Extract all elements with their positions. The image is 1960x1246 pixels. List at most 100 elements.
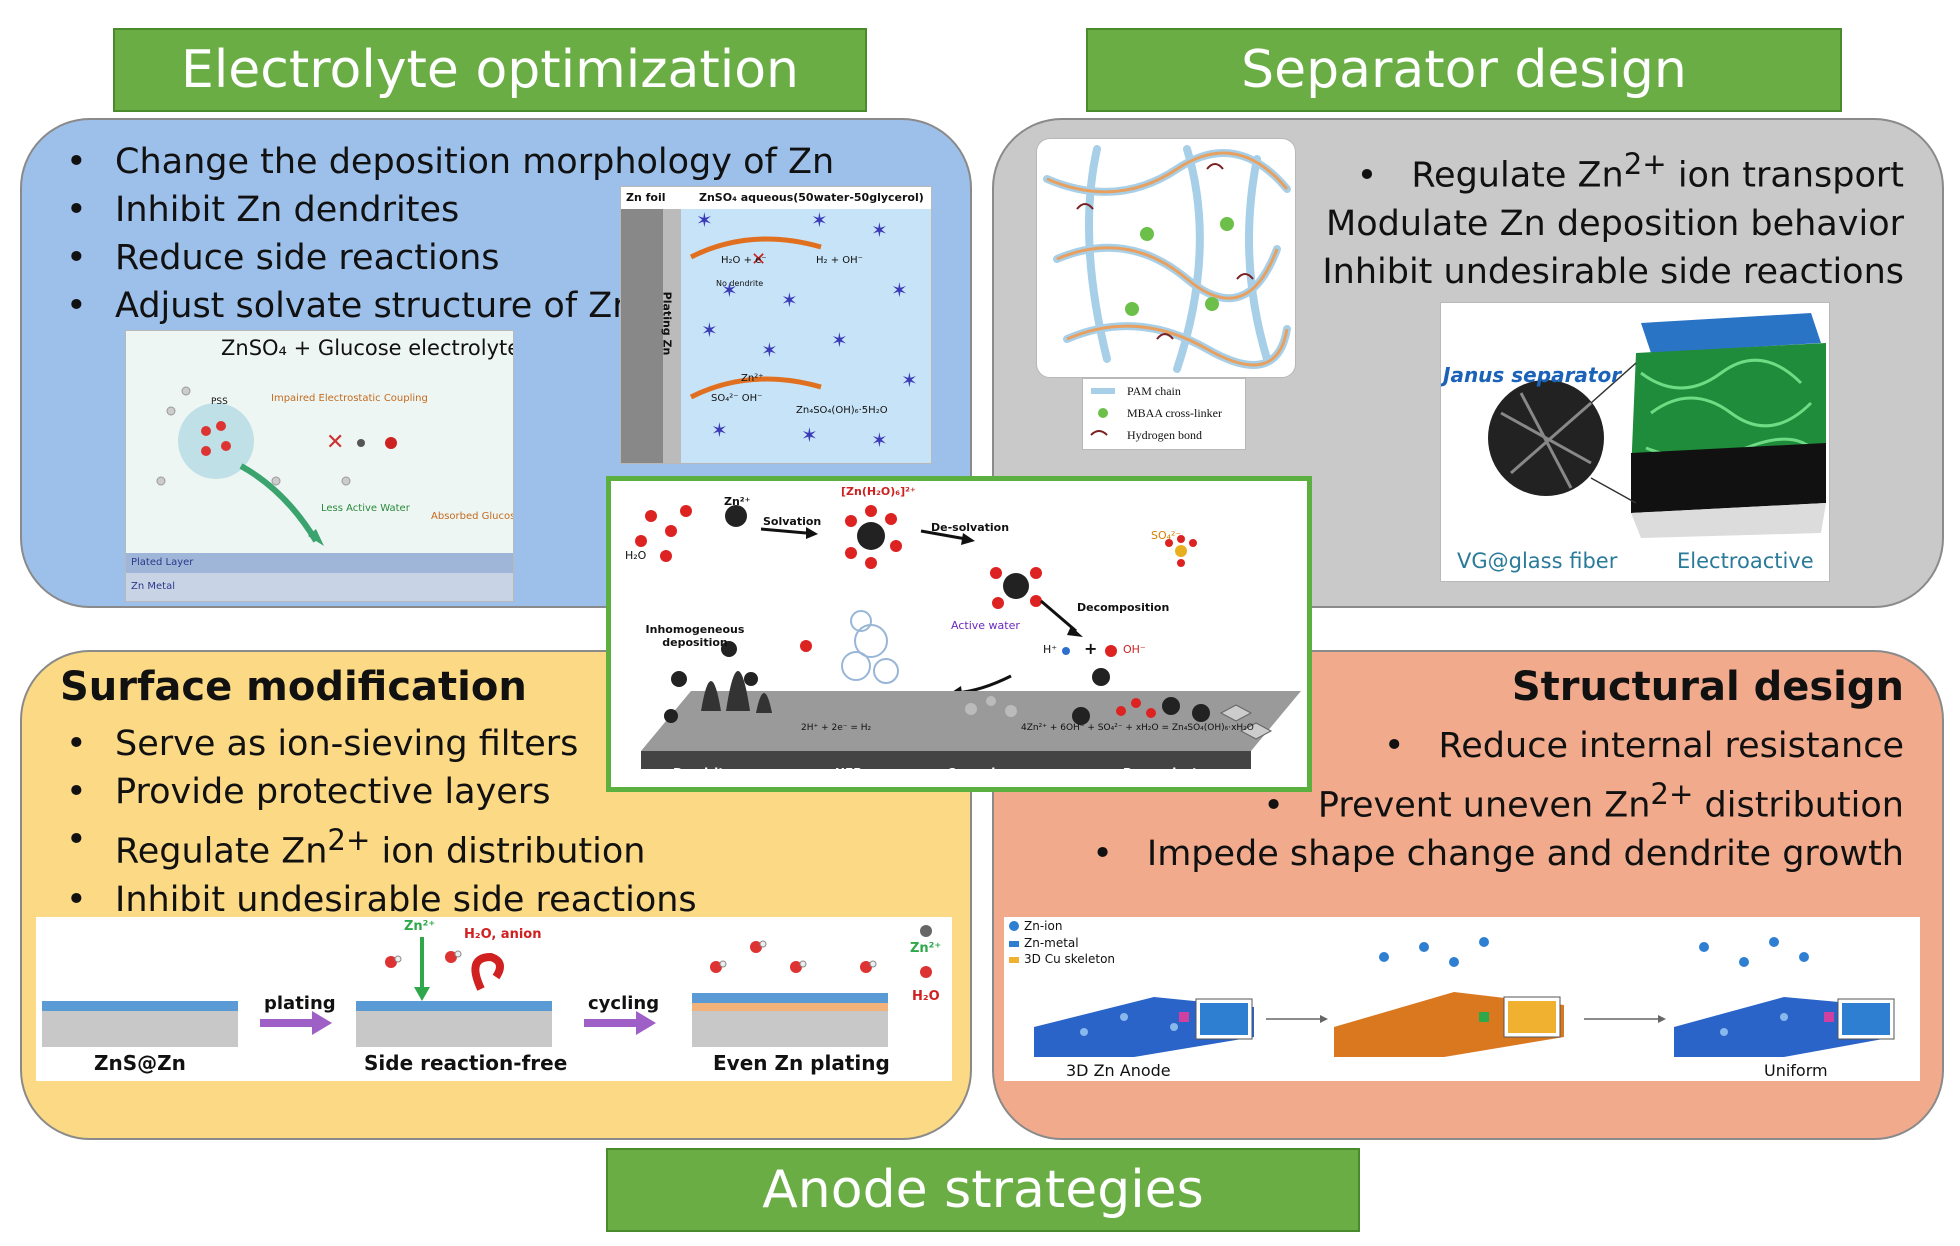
structural-heading: Structural design [1511, 664, 1904, 710]
surface-heading: Surface modification [60, 664, 527, 710]
glycerol-electrolyte-figure: ✕ ✶✶✶ ✶✶✶ ✶✶✶ ✶✶✶✶ Zn foil ZnSO₄ aqueous… [620, 186, 932, 464]
glycerol-fig-label: H₂ + OH⁻ [816, 255, 863, 266]
electrolyte-bullet: Change the deposition morphology of Zn [30, 138, 834, 186]
structural-figure: Zn-ion Zn-metal 3D Cu skeleton 3D Zn Ano… [1004, 917, 1920, 1081]
pam-legend-swatches [1090, 388, 1115, 436]
svg-text:✶: ✶ [696, 210, 713, 232]
center-bottom-label: Dendrites [673, 766, 740, 780]
glycerol-fig-label: No dendrite [716, 279, 764, 288]
svg-text:✶: ✶ [781, 290, 798, 312]
glycerol-fig-header: ZnSO₄ aqueous(50water-50glycerol) [699, 191, 924, 204]
electrolyte-banner-text: Electrolyte optimization [181, 40, 799, 100]
svg-text:✶: ✶ [871, 220, 888, 242]
center-label: H⁺ [1043, 643, 1058, 656]
structural-fig-legend: Zn-ion [1024, 919, 1063, 933]
glycerol-fig-header: Zn foil [626, 191, 666, 204]
center-label: Inhomogeneous deposition [645, 623, 745, 649]
glucose-fig-label: Absorbed Glucose [431, 511, 514, 522]
structural-bullet: Reduce internal resistance [1092, 722, 1904, 770]
surface-fig-label: Zn²⁺ [910, 941, 942, 956]
electrolyte-bullet: Inhibit Zn dendrites [30, 186, 834, 234]
center-label: De-solvation [931, 521, 1010, 534]
surface-fig-caption: Side reaction-free [364, 1051, 568, 1075]
separator-bullet: Modulate Zn deposition behavior [1268, 200, 1904, 248]
anode-banner: Anode strategies [606, 1148, 1360, 1232]
center-bottom-label: Corrosion [947, 766, 1013, 780]
surface-bullet: Regulate Zn2+ ion distribution [30, 816, 697, 876]
svg-text:✶: ✶ [801, 425, 818, 447]
structural-fig-legend: Zn-metal [1024, 936, 1079, 950]
glucose-electrolyte-illustration: ✕ [126, 386, 513, 601]
center-label: Zn²⁺ [724, 495, 751, 508]
glycerol-electrolyte-illustration: ✕ ✶✶✶ ✶✶✶ ✶✶✶ ✶✶✶✶ [621, 209, 931, 463]
glycerol-fig-label: Zn₄SO₄(OH)₆·5H₂O [796, 405, 888, 416]
center-label: [Zn(H₂O)₆]²⁺ [841, 485, 916, 498]
separator-banner-text: Separator design [1241, 40, 1687, 100]
center-bottom-label: HER [835, 766, 863, 780]
separator-bullet: Regulate Zn2+ ion transport [1268, 140, 1904, 200]
glucose-fig-label: Zn Metal [131, 581, 175, 592]
center-label: OH⁻ [1123, 643, 1146, 656]
glycerol-fig-label: Zn²⁺ [741, 373, 764, 384]
svg-text:✶: ✶ [811, 210, 828, 232]
svg-text:✶: ✶ [711, 420, 728, 442]
electrolyte-banner: Electrolyte optimization [113, 28, 867, 112]
pam-legend-label: PAM chain [1127, 384, 1181, 398]
structural-illustration [1009, 921, 1895, 1057]
anode-banner-text: Anode strategies [762, 1160, 1204, 1220]
svg-text:✶: ✶ [831, 330, 848, 352]
center-label: Decomposition [1077, 601, 1170, 614]
pam-legend: PAM chain MBAA cross-linker Hydrogen bon… [1082, 378, 1246, 450]
pam-network-illustration [1043, 145, 1291, 373]
surface-fig-caption: Even Zn plating [713, 1051, 890, 1075]
glycerol-fig-label: H₂O + e⁻ [721, 255, 767, 266]
structural-fig-caption: Uniform [1764, 1061, 1828, 1080]
separator-bullet-list: Regulate Zn2+ ion transport Modulate Zn … [1268, 140, 1904, 296]
janus-separator-figure: Janus separator VG@glass fiber Electroac… [1440, 302, 1830, 582]
glucose-fig-label: Plated Layer [131, 557, 194, 568]
electrolyte-bullet-list: Change the deposition morphology of Zn I… [30, 138, 834, 330]
center-mechanism-illustration [635, 505, 1301, 769]
center-bottom-label: By-products [1123, 766, 1205, 780]
center-label: Solvation [763, 515, 822, 528]
surface-bullet-list: Serve as ion-sieving filters Provide pro… [30, 720, 697, 924]
surface-bullet: Inhibit undesirable side reactions [30, 876, 697, 924]
svg-text:✕: ✕ [326, 429, 344, 454]
glucose-fig-label: Less Active Water [321, 503, 410, 514]
structural-bullet: Impede shape change and dendrite growth [1092, 830, 1904, 878]
surface-fig-label: H₂O, anion [464, 927, 542, 942]
pam-legend-label: MBAA cross-linker [1127, 406, 1222, 420]
janus-fig-label: Janus separator [1443, 363, 1622, 387]
surface-figure: ZnS@Zn Side reaction-free Even Zn platin… [36, 917, 952, 1081]
surface-fig-arrow-label: cycling [588, 993, 660, 1014]
glucose-fig-title: ZnSO₄ + Glucose electrolyte [221, 336, 514, 360]
janus-fig-label: VG@glass fiber [1457, 549, 1618, 573]
center-mechanism-figure: Zn²⁺ H₂O Solvation [Zn(H₂O)₆]²⁺ De-solva… [606, 476, 1312, 792]
surface-fig-caption: ZnS@Zn [94, 1051, 186, 1075]
structural-fig-legend: 3D Cu skeleton [1024, 952, 1116, 966]
center-label: Active water [951, 619, 1020, 632]
glucose-fig-label: PSS [211, 397, 228, 407]
structural-fig-caption: 3D Zn Anode [1066, 1061, 1171, 1080]
surface-fig-label: H₂O [912, 989, 940, 1004]
separator-bullet: Inhibit undesirable side reactions [1268, 248, 1904, 296]
pam-network-figure [1036, 138, 1296, 378]
glucose-electrolyte-figure: ✕ ZnSO₄ + Glucose electrolyte PSS Impair… [125, 330, 514, 602]
center-eq-byproduct: 4Zn²⁺ + 6OH⁻ + SO₄²⁻ + xH₂O = Zn₄SO₄(OH)… [1021, 723, 1254, 733]
pam-legend-label: Hydrogen bond [1127, 428, 1202, 442]
svg-text:✶: ✶ [701, 320, 718, 342]
glucose-fig-label: Impaired Electrostatic Coupling [271, 393, 428, 404]
structural-bullet-list: Reduce internal resistance Prevent uneve… [1092, 722, 1904, 878]
surface-bullet: Provide protective layers [30, 768, 697, 816]
glycerol-fig-label: SO₄²⁻ OH⁻ [711, 393, 763, 404]
svg-text:✶: ✶ [891, 280, 908, 302]
electrolyte-bullet: Adjust solvate structure of Zn [30, 282, 834, 330]
center-label: H₂O [625, 549, 647, 562]
svg-text:✶: ✶ [721, 280, 738, 302]
surface-illustration [42, 925, 932, 1047]
surface-bullet: Serve as ion-sieving filters [30, 720, 697, 768]
svg-text:✶: ✶ [871, 430, 888, 452]
structural-bullet: Prevent uneven Zn2+ distribution [1092, 770, 1904, 830]
center-label: SO₄²⁻ [1151, 529, 1182, 542]
janus-separator-illustration [1488, 313, 1826, 538]
